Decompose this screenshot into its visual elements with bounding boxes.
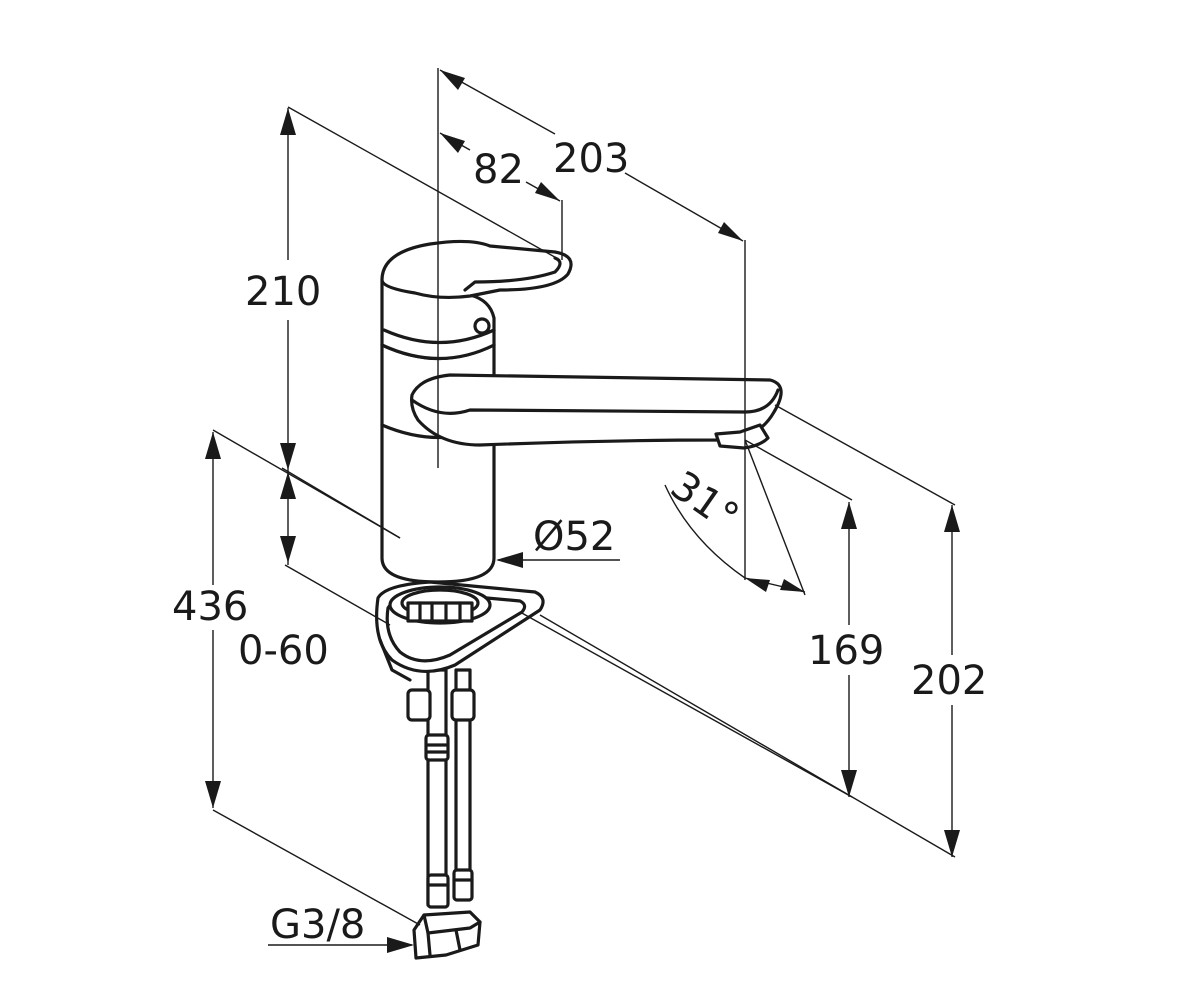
g38-connector-nut [412, 910, 482, 960]
dimension-labels: 203 82 210 436 0-60 Ø52 31° 169 202 G3/8 [172, 136, 987, 948]
dim-label-210: 210 [245, 269, 321, 315]
handle-lever [380, 239, 573, 300]
dim-label-436: 436 [172, 584, 248, 630]
supply-hoses [406, 668, 476, 909]
dim-label-angle-31: 31° [662, 463, 746, 541]
dim-label-203: 203 [553, 136, 629, 182]
dim-label-82: 82 [473, 147, 524, 193]
faucet [375, 239, 783, 960]
dim-label-diameter-52: Ø52 [533, 514, 615, 560]
dim-label-0-60: 0-60 [238, 628, 329, 674]
dimension-lines [205, 68, 960, 953]
dim-label-169: 169 [808, 628, 884, 674]
dim-label-g38: G3/8 [270, 902, 365, 948]
spout [410, 373, 783, 450]
dim-label-202: 202 [911, 658, 987, 704]
mounting-bracket [375, 580, 545, 682]
